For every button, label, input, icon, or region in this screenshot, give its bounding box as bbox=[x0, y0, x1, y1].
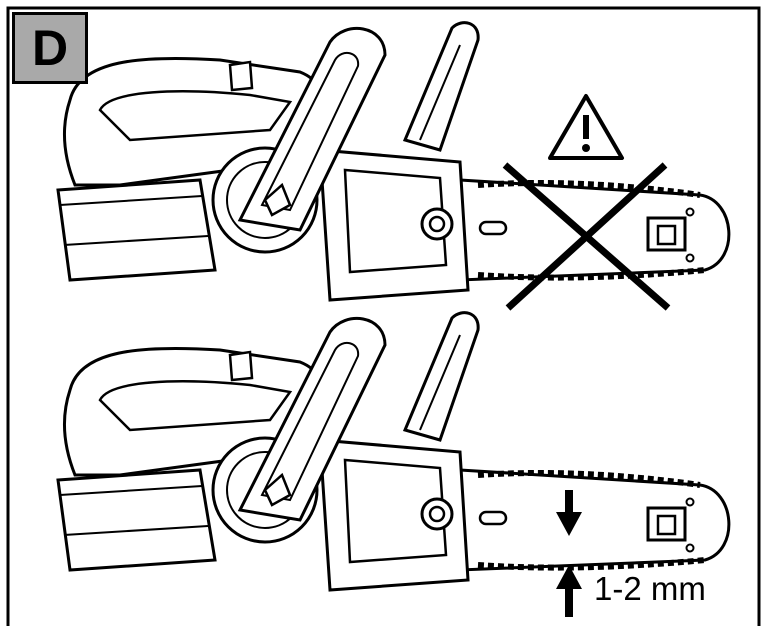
panel-label: D bbox=[31, 20, 69, 76]
arrow-up-icon bbox=[556, 565, 582, 617]
chainsaw-bottom-illustration bbox=[58, 313, 729, 590]
cross-out-icon bbox=[502, 162, 671, 311]
diagram-frame bbox=[6, 6, 761, 626]
warning-triangle-icon bbox=[548, 94, 624, 160]
panel-label-box: D bbox=[12, 12, 88, 84]
measurement-label: 1-2 mm bbox=[594, 570, 706, 607]
chainsaw-top-illustration bbox=[58, 23, 729, 300]
arrow-down-icon bbox=[556, 490, 582, 536]
